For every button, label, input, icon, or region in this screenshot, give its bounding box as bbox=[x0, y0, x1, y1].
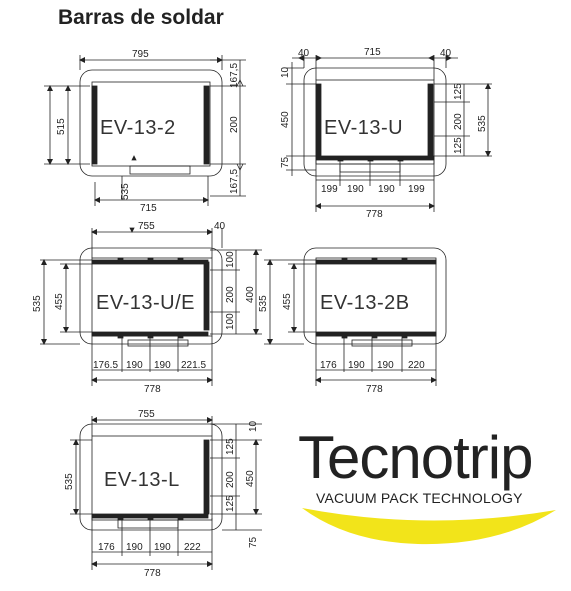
dim-bottom-3: 190 bbox=[377, 360, 394, 371]
chamber-outline bbox=[303, 67, 447, 177]
brand-tagline: VACUUM PACK TECHNOLOGY bbox=[316, 490, 523, 506]
dim-bottom-4: 220 bbox=[408, 360, 425, 371]
dim-right-3: 100 bbox=[225, 313, 236, 330]
dim-bottom: 778 bbox=[144, 568, 161, 579]
dim-right-3: 200 bbox=[225, 471, 236, 488]
seal-bar-right bbox=[203, 261, 210, 331]
page-title: Barras de soldar bbox=[58, 6, 224, 29]
dim-bottom-1: 199 bbox=[321, 184, 338, 195]
dim-left: 515 bbox=[56, 118, 67, 135]
dim-bottom-2: 190 bbox=[126, 542, 143, 553]
model-label-ev-13-2b: EV-13-2B bbox=[320, 292, 410, 314]
dim-bottom-3: 190 bbox=[154, 542, 171, 553]
drawing-ev-13-u bbox=[286, 55, 492, 212]
dim-left-2: 455 bbox=[282, 293, 293, 310]
dim-top-2: 40 bbox=[214, 221, 226, 232]
dim-right-3: 167,5 bbox=[229, 169, 240, 194]
dim-bottom-2: 190 bbox=[348, 360, 365, 371]
dim-right-3: 125 bbox=[453, 137, 464, 154]
seal-bar-front bbox=[315, 155, 435, 161]
dim-right-5: 450 bbox=[245, 470, 256, 487]
front-bar bbox=[129, 165, 191, 175]
dim-top-3: 40 bbox=[440, 48, 452, 59]
brand-logo: Tecnotrip VACUUM PACK TECHNOLOGY bbox=[298, 428, 560, 548]
dim-right: 535 bbox=[477, 115, 488, 132]
seal-bar-right bbox=[203, 439, 210, 515]
dim-bottom: 715 bbox=[140, 203, 157, 214]
dim-right-2: 200 bbox=[229, 116, 240, 133]
chamber-outline bbox=[79, 69, 223, 177]
dim-top: 795 bbox=[132, 49, 149, 60]
dim-left-1: 10 bbox=[280, 66, 291, 78]
drawing-ev-13-l bbox=[70, 416, 262, 570]
drawing-ev-13-2b bbox=[264, 247, 447, 386]
model-label-ev-13-l: EV-13-L bbox=[104, 469, 180, 491]
dim-right-2: 200 bbox=[453, 113, 464, 130]
dim-right-4: 125 bbox=[225, 495, 236, 512]
dim-top-1: 40 bbox=[298, 48, 310, 59]
dim-left-2: 450 bbox=[280, 111, 291, 128]
drawing-ev-13-ue bbox=[40, 227, 262, 386]
dim-right-1: 125 bbox=[453, 83, 464, 100]
dim-right-1: 10 bbox=[248, 420, 259, 432]
dim-bottom-1: 176.5 bbox=[93, 360, 118, 371]
dim-bottom-4: 221.5 bbox=[181, 360, 206, 371]
seal-bar-right bbox=[427, 83, 434, 157]
brand-name: Tecnotrip bbox=[298, 424, 533, 491]
drawing-ev-13-2 bbox=[44, 55, 246, 206]
dim-right-2: 125 bbox=[225, 438, 236, 455]
dim-top-2: 715 bbox=[364, 47, 381, 58]
model-label-ev-13-2: EV-13-2 bbox=[100, 117, 176, 139]
model-label-ev-13-ue: EV-13-U/E bbox=[96, 292, 195, 314]
dim-top: 755 bbox=[138, 221, 155, 232]
dim-right-1: 100 bbox=[225, 251, 236, 268]
dim-right-4: 400 bbox=[245, 286, 256, 303]
brand-swoosh bbox=[302, 508, 556, 545]
dim-right-2: 200 bbox=[225, 286, 236, 303]
dim-bottom-2: 190 bbox=[126, 360, 143, 371]
dim-bottom-4: 222 bbox=[184, 542, 201, 553]
dim-left-1: 535 bbox=[258, 295, 269, 312]
dim-left-1: 535 bbox=[32, 295, 43, 312]
seal-bar-right bbox=[203, 85, 210, 165]
chamber-outline bbox=[79, 423, 223, 531]
dim-left: 535 bbox=[64, 473, 75, 490]
dim-bottom-1: 176 bbox=[320, 360, 337, 371]
dim-left-3: 75 bbox=[280, 156, 291, 168]
dim-bottom-4: 199 bbox=[408, 184, 425, 195]
dim-bottom-vert: 535 bbox=[120, 183, 131, 200]
dim-bottom-2: 190 bbox=[347, 184, 364, 195]
chamber-outline bbox=[303, 247, 447, 345]
dim-bottom: 778 bbox=[144, 384, 161, 395]
dim-bottom: 778 bbox=[366, 209, 383, 220]
chamber-outline bbox=[79, 247, 223, 345]
dim-bottom-3: 190 bbox=[378, 184, 395, 195]
seal-bar-left bbox=[315, 83, 322, 157]
dim-bottom-1: 176 bbox=[98, 542, 115, 553]
dim-left-2: 455 bbox=[54, 293, 65, 310]
dim-bottom: 778 bbox=[366, 384, 383, 395]
dim-bottom-3: 190 bbox=[154, 360, 171, 371]
model-label-ev-13-u: EV-13-U bbox=[324, 117, 403, 139]
seal-bar-left bbox=[91, 85, 98, 165]
dim-right-6: 75 bbox=[248, 536, 259, 548]
dim-top: 755 bbox=[138, 409, 155, 420]
dim-right-1: 167,5 bbox=[229, 63, 240, 88]
